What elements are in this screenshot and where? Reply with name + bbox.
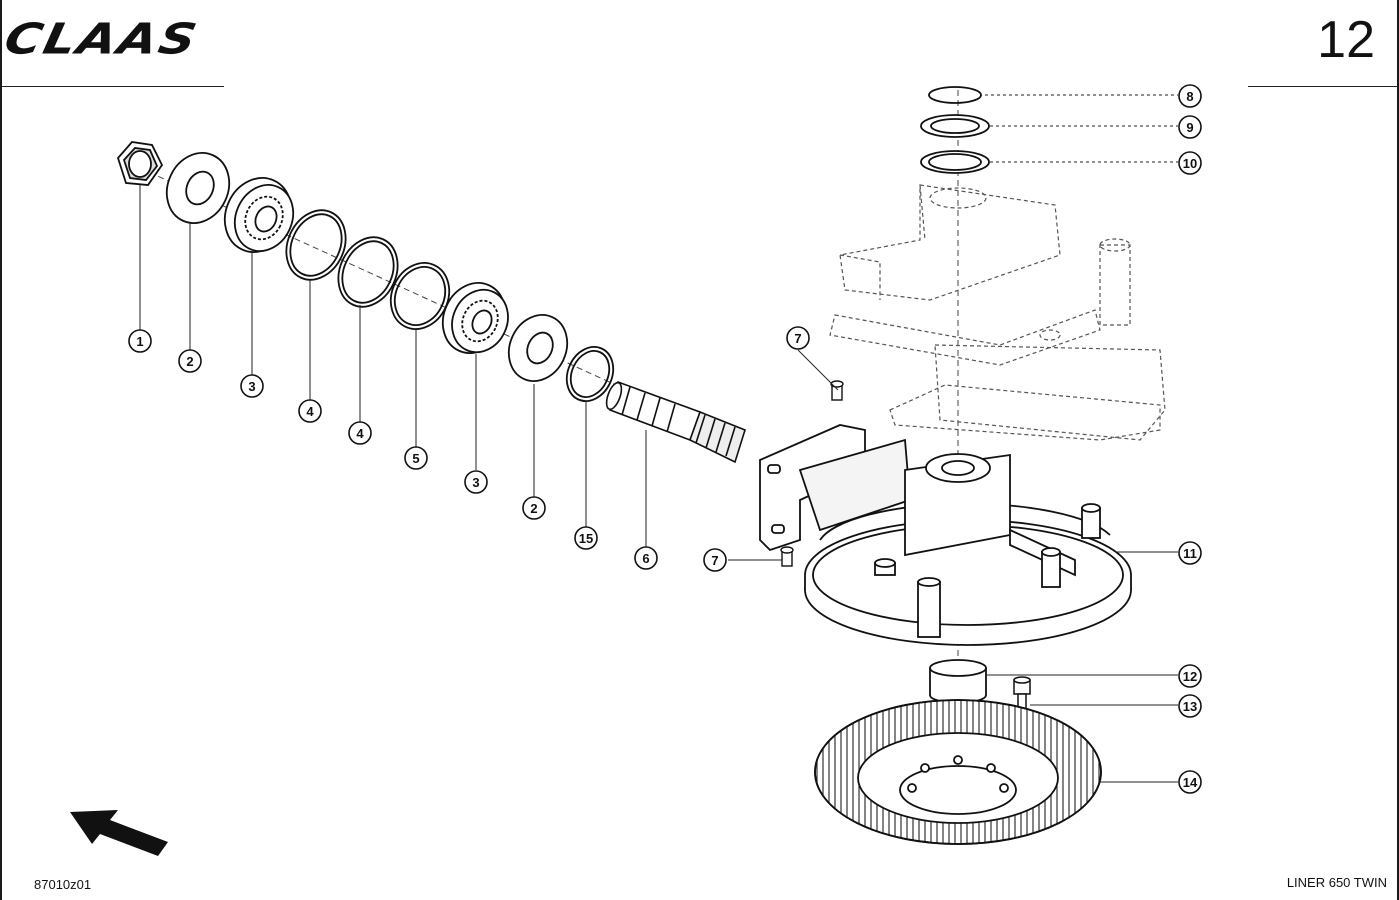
- callout: 2: [522, 496, 546, 520]
- leader-lines: [139, 94, 1178, 783]
- pinion-shaft: [605, 380, 746, 464]
- grease-nipple-top: [830, 380, 844, 401]
- seal-disc: [920, 150, 990, 174]
- washer-left: [165, 152, 231, 224]
- shim-disc: [920, 114, 990, 138]
- grease-nipple-bottom: [780, 546, 794, 567]
- callout: 3: [240, 374, 264, 398]
- callout-label: 6: [642, 551, 649, 566]
- callout-label: 3: [248, 379, 255, 394]
- callout: 3: [464, 470, 488, 494]
- callout: 12: [1178, 664, 1202, 688]
- shim-ring: [565, 346, 615, 402]
- ghost-upper-housing: [829, 184, 1166, 441]
- callout-label: 13: [1183, 699, 1197, 714]
- callout: 7: [703, 548, 727, 572]
- callout: 7: [786, 326, 810, 350]
- drawing-code: 87010z01: [34, 877, 92, 892]
- bushing: [929, 659, 987, 704]
- hex-nut: [116, 141, 164, 186]
- washer-right: [507, 314, 569, 382]
- header-rule-right: [1248, 86, 1398, 87]
- header-rule-left: [0, 86, 224, 87]
- callout-label: 14: [1183, 775, 1198, 790]
- callout: 9: [1178, 115, 1202, 139]
- callout-label: 3: [472, 475, 479, 490]
- circlip-2: [337, 236, 399, 308]
- callout: 14: [1178, 770, 1202, 794]
- callout-label: 1: [136, 334, 143, 349]
- callout: 15: [574, 526, 598, 550]
- callout-label: 2: [530, 501, 537, 516]
- callout-label: 9: [1186, 120, 1193, 135]
- callout: 4: [348, 421, 372, 445]
- bevel-ring-gear: [814, 699, 1102, 845]
- callout-label: 4: [356, 426, 364, 441]
- callout: 6: [634, 546, 658, 570]
- callout-label: 5: [412, 451, 419, 466]
- callout-label: 7: [711, 553, 718, 568]
- callout-label: 15: [579, 531, 593, 546]
- circlip-1: [285, 209, 347, 281]
- callout: 10: [1178, 151, 1202, 175]
- callout: 1: [128, 329, 152, 353]
- callout: 8: [1178, 84, 1202, 108]
- snap-ring: [928, 86, 982, 104]
- callout-label: 10: [1183, 156, 1197, 171]
- callout: 11: [1178, 541, 1202, 565]
- callout: 5: [404, 446, 428, 470]
- model-name: LINER 650 TWIN: [1286, 875, 1387, 890]
- callout-label: 12: [1183, 669, 1197, 684]
- callout-label: 11: [1183, 546, 1197, 561]
- callout: 4: [298, 399, 322, 423]
- callout-label: 8: [1186, 89, 1193, 104]
- callout-label: 4: [306, 404, 314, 419]
- callout: 13: [1178, 694, 1202, 718]
- bearing-left: [223, 177, 295, 253]
- bearing-right: [441, 282, 509, 354]
- cap-screw: [1013, 676, 1031, 713]
- callout-label: 7: [794, 331, 801, 346]
- callout-label: 2: [186, 354, 193, 369]
- page-number: 12: [1317, 11, 1375, 69]
- callout: 2: [178, 349, 202, 373]
- arrow-up-left-icon: [70, 810, 168, 856]
- gearbox-housing: [759, 424, 1132, 646]
